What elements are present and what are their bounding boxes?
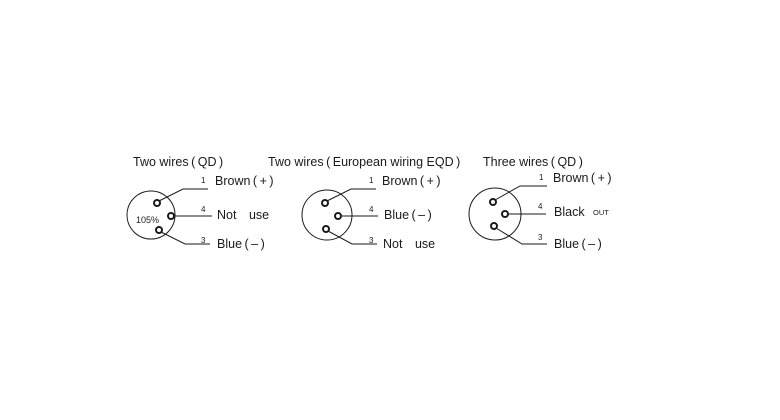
diagram-1-pin-3-number: 3 (201, 236, 206, 245)
diagram-3-pin-1-label: Brown ( + ) (553, 171, 612, 185)
connector-2-body (301, 189, 353, 241)
diagram-2-pin-1-label: Brown ( + ) (382, 174, 441, 188)
connector-3-pin-1 (489, 198, 497, 206)
diagram-3-pin-3-number: 3 (538, 233, 543, 242)
diagram-3-pin-4-number: 4 (538, 202, 543, 211)
connector-3-pin-4 (501, 210, 509, 218)
connector-3-lead-3 (495, 227, 547, 245)
diagram-3-pin-4-suffix: OUT (593, 208, 609, 217)
diagram-2-pin-4-number: 4 (369, 205, 374, 214)
diagram-1-pin-4-label: Not use (217, 208, 269, 222)
connector-2-pin-4 (334, 212, 342, 220)
diagram-2-pin-1-number: 1 (369, 176, 374, 185)
connector-2-lead-3 (327, 230, 377, 245)
connector-1-lead-3 (160, 231, 210, 245)
diagram-1-title: Two wires ( QD ) (133, 155, 223, 169)
diagram-3-pin-1-number: 1 (539, 173, 544, 182)
diagram-1-pin-3-label: Blue ( – ) (217, 237, 265, 251)
diagram-1-pin-4-number: 4 (201, 205, 206, 214)
connector-2 (301, 188, 378, 245)
connector-3-pin-3 (490, 222, 498, 230)
connector-1-lead-1 (158, 188, 208, 202)
connector-1-pin-1 (153, 199, 161, 207)
diagram-2-title: Two wires ( European wiring EQD ) (268, 155, 460, 169)
diagram-1-inner-label: 105% (136, 215, 159, 225)
connector-2-lead-1 (326, 188, 376, 202)
connector-1-pin-4 (167, 212, 175, 220)
diagram-2-pin-3-label: Not use (383, 237, 435, 251)
connector-3 (468, 185, 547, 245)
diagram-1-pin-1-number: 1 (201, 176, 206, 185)
diagram-3-title: Three wires ( QD ) (483, 155, 583, 169)
diagram-3-pin-4-label: Black (554, 205, 585, 219)
connector-2-pin-1 (321, 199, 329, 207)
connector-1 (126, 188, 212, 245)
connector-3-lead-1 (494, 185, 547, 201)
connector-2-pin-3 (322, 225, 330, 233)
connector-1-pin-3 (155, 226, 163, 234)
diagram-3-pin-3-label: Blue ( – ) (554, 237, 602, 251)
diagram-2-pin-4-label: Blue ( – ) (384, 208, 432, 222)
diagram-1-pin-1-label: Brown ( + ) (215, 174, 274, 188)
connector-1-body (126, 190, 176, 240)
diagram-2-pin-3-number: 3 (369, 236, 374, 245)
